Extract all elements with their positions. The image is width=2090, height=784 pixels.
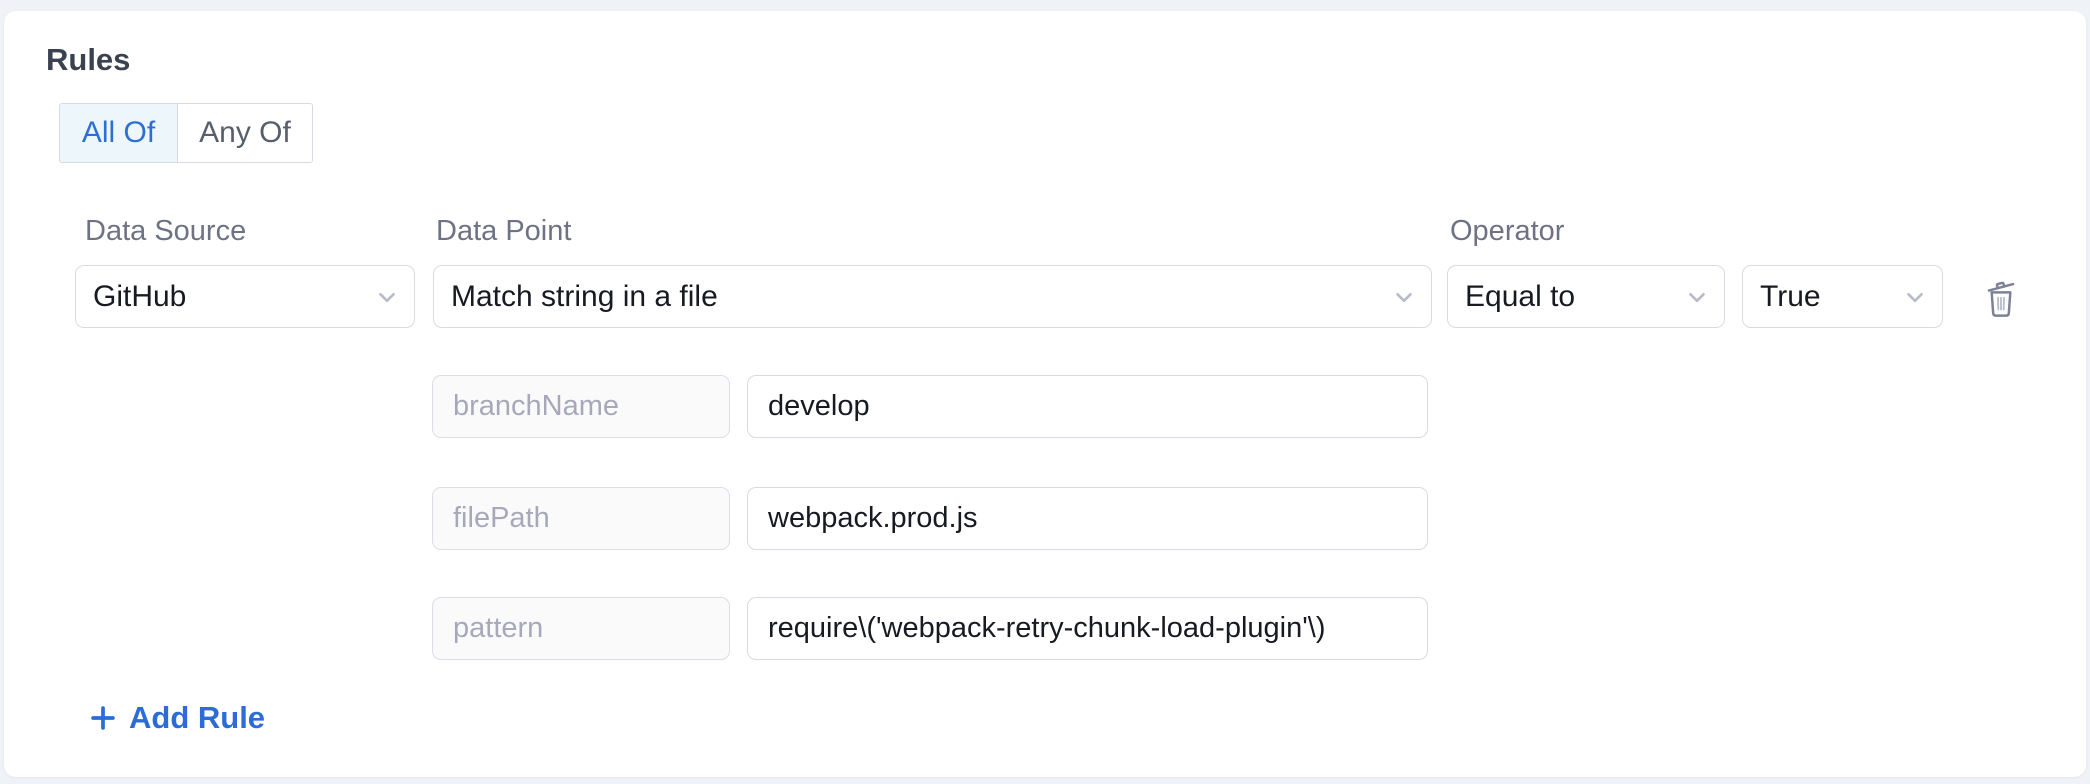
param-key-pattern-input[interactable] [432,597,730,660]
data-source-label: Data Source [85,215,247,247]
delete-rule-button[interactable] [1976,271,2026,323]
trash-icon [1987,281,2015,317]
operator-label: Operator [1450,215,1565,247]
param-value-filepath-input[interactable] [747,487,1428,550]
add-rule-label: Add Rule [129,700,266,735]
param-value-pattern-input[interactable] [747,597,1428,660]
operator-value: Equal to [1465,279,1576,313]
chevron-down-icon [1902,284,1928,310]
match-any-of-button[interactable]: Any Of [178,104,312,162]
chevron-down-icon [374,284,400,310]
param-key-filepath-input[interactable] [432,487,730,550]
operand-select[interactable]: True [1742,265,1943,328]
operator-select[interactable]: Equal to [1447,265,1725,328]
operand-value: True [1760,279,1821,313]
match-all-of-button[interactable]: All Of [60,104,178,162]
add-rule-button[interactable]: Add Rule [89,695,265,741]
chevron-down-icon [1684,284,1710,310]
param-key-branchname-input[interactable] [432,375,730,438]
data-point-select[interactable]: Match string in a file [433,265,1432,328]
data-point-label: Data Point [436,215,572,247]
rules-card: Rules All Of Any Of Data Source Data Poi… [4,11,2086,777]
match-type-segmented-control: All Of Any Of [59,103,313,163]
data-source-select[interactable]: GitHub [75,265,415,328]
plus-icon [91,706,115,730]
chevron-down-icon [1391,284,1417,310]
data-point-value: Match string in a file [451,279,718,313]
data-source-value: GitHub [93,279,187,313]
rules-heading: Rules [46,42,131,77]
param-value-branchname-input[interactable] [747,375,1428,438]
